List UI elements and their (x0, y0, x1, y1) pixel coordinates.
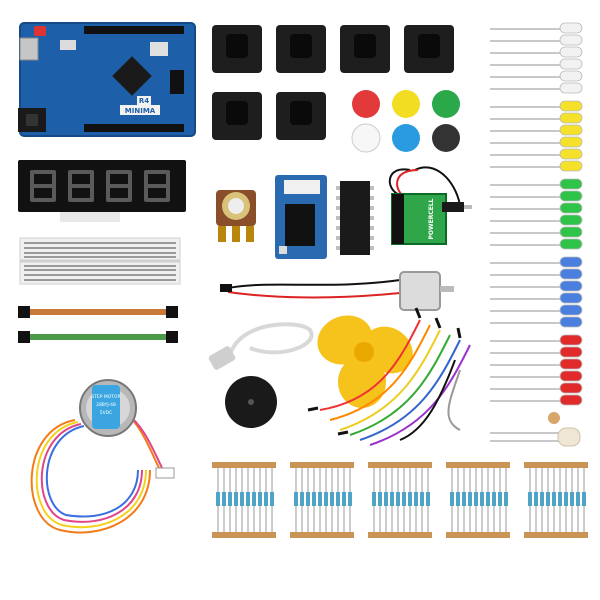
resistor-packs (212, 462, 588, 538)
jumper-wires (307, 307, 471, 446)
ic-chip (336, 181, 374, 255)
breadboard (19, 237, 181, 285)
rgb-led-and-photoresistor (490, 412, 581, 447)
stepper-sticker-line-2: 28BYJ-48 (96, 402, 116, 408)
board-name-label: MINIMA (125, 107, 156, 115)
ribbon-cables (18, 306, 178, 343)
stepper-motor: STEP MOTOR 28BYJ-48 5VDC (30, 379, 175, 534)
led-array (490, 22, 583, 406)
dc-motor (220, 271, 454, 311)
buzzer (225, 376, 277, 428)
tactile-switches (212, 25, 454, 140)
battery-brand-label: POWERCELL (428, 198, 435, 239)
button-caps (351, 90, 460, 153)
fan-blade (317, 315, 413, 408)
battery-with-clip: POWERCELL (388, 166, 472, 245)
stepper-driver-module (275, 175, 327, 259)
usb-cable (208, 322, 314, 370)
potentiometer (216, 190, 256, 242)
board-model-label: R4 (139, 97, 149, 105)
seven-segment-display (18, 160, 186, 222)
stepper-sticker-line-3: 5VDC (100, 410, 113, 416)
stepper-sticker-line-1: STEP MOTOR (91, 394, 120, 400)
microcontroller-board: R4 MINIMA (18, 22, 196, 137)
